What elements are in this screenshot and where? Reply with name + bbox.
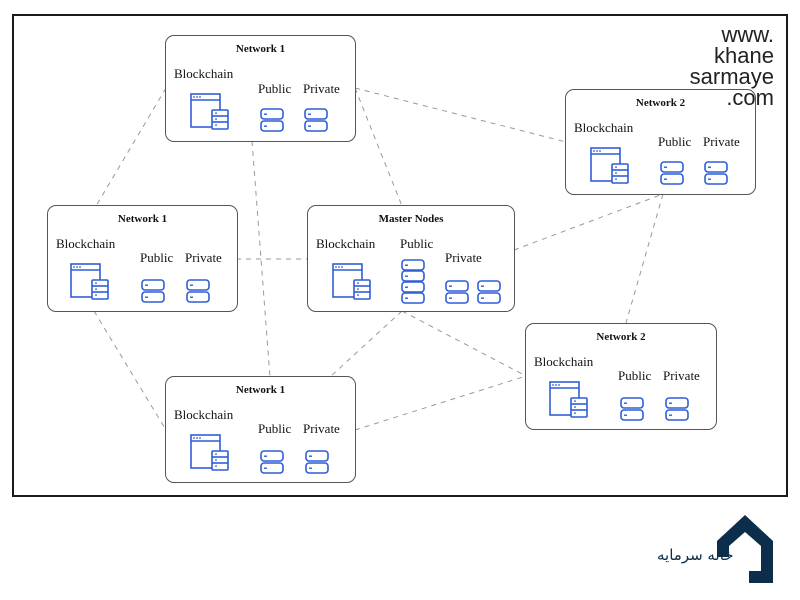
server-stack-icon xyxy=(401,259,425,304)
server-icon xyxy=(660,161,684,185)
server-icon xyxy=(260,450,284,474)
blockchain-label: Blockchain xyxy=(574,120,634,135)
blockchain-window-icon xyxy=(590,147,629,184)
watermark-line: khane xyxy=(714,43,774,68)
diagram-frame xyxy=(12,14,788,497)
server-icon xyxy=(186,279,210,303)
server-icon xyxy=(477,280,501,304)
node-title: Master Nodes xyxy=(378,213,444,225)
server-icon xyxy=(620,397,644,421)
connector-line xyxy=(354,375,527,431)
blockchain-label: Blockchain xyxy=(56,236,116,251)
node-title: Network 1 xyxy=(117,213,168,225)
blockchain-label: Blockchain xyxy=(534,354,594,369)
network-node-mid-left: Network 1 Blockchain Public Private xyxy=(47,205,238,312)
network-node-right-top: Network 2 Blockchain Public Private xyxy=(565,89,756,195)
private-label: Private xyxy=(703,134,740,149)
private-label: Private xyxy=(303,421,340,436)
connector-line xyxy=(625,193,664,324)
server-icon xyxy=(665,397,689,421)
blockchain-window-icon xyxy=(190,434,229,471)
network-node-top-left: Network 1 Blockchain Public Private xyxy=(165,35,356,142)
connector-line xyxy=(401,310,527,377)
private-label: Private xyxy=(663,368,700,383)
node-title: Network 1 xyxy=(235,43,286,55)
watermark-line: sarmaye xyxy=(689,64,774,89)
connector-line xyxy=(354,87,403,207)
public-label: Public xyxy=(400,236,434,251)
public-label: Public xyxy=(258,81,292,96)
watermark-line: www. xyxy=(721,22,774,47)
server-icon xyxy=(141,279,165,303)
node-title: Network 2 xyxy=(635,97,686,109)
server-icon xyxy=(305,450,329,474)
connector-line xyxy=(329,310,403,378)
node-title: Network 2 xyxy=(596,331,646,343)
connector-line xyxy=(93,310,167,431)
server-icon xyxy=(704,161,728,185)
house-logo-icon xyxy=(717,515,773,583)
network-node-right-bottom: Network 2 Blockchain Public Private xyxy=(525,323,717,430)
blockchain-window-icon xyxy=(549,381,588,418)
private-label: Private xyxy=(445,250,482,265)
public-label: Public xyxy=(658,134,692,149)
blockchain-window-icon xyxy=(332,263,371,300)
blockchain-window-icon xyxy=(190,93,229,130)
connector-line xyxy=(513,193,664,251)
connector-line xyxy=(95,87,167,207)
site-watermark: www. khane sarmaye .com xyxy=(689,22,774,110)
public-label: Public xyxy=(140,250,174,265)
server-icon xyxy=(260,108,284,132)
private-label: Private xyxy=(303,81,340,96)
master-nodes-node: Master Nodes Blockchain Public Private xyxy=(307,205,515,312)
public-label: Public xyxy=(258,421,292,436)
blockchain-label: Blockchain xyxy=(174,66,234,81)
network-node-bottom: Network 1 Blockchain Public Private xyxy=(165,376,356,483)
blockchain-window-icon xyxy=(70,263,109,300)
connector-line xyxy=(354,87,567,143)
node-title: Network 1 xyxy=(235,384,286,396)
blockchain-label: Blockchain xyxy=(174,407,234,422)
logo-text: خانه سرمایه xyxy=(657,546,734,564)
blockchain-label: Blockchain xyxy=(316,236,376,251)
server-icon xyxy=(304,108,328,132)
watermark-line: .com xyxy=(726,85,774,110)
private-label: Private xyxy=(185,250,222,265)
public-label: Public xyxy=(618,368,652,383)
server-icon xyxy=(445,280,469,304)
